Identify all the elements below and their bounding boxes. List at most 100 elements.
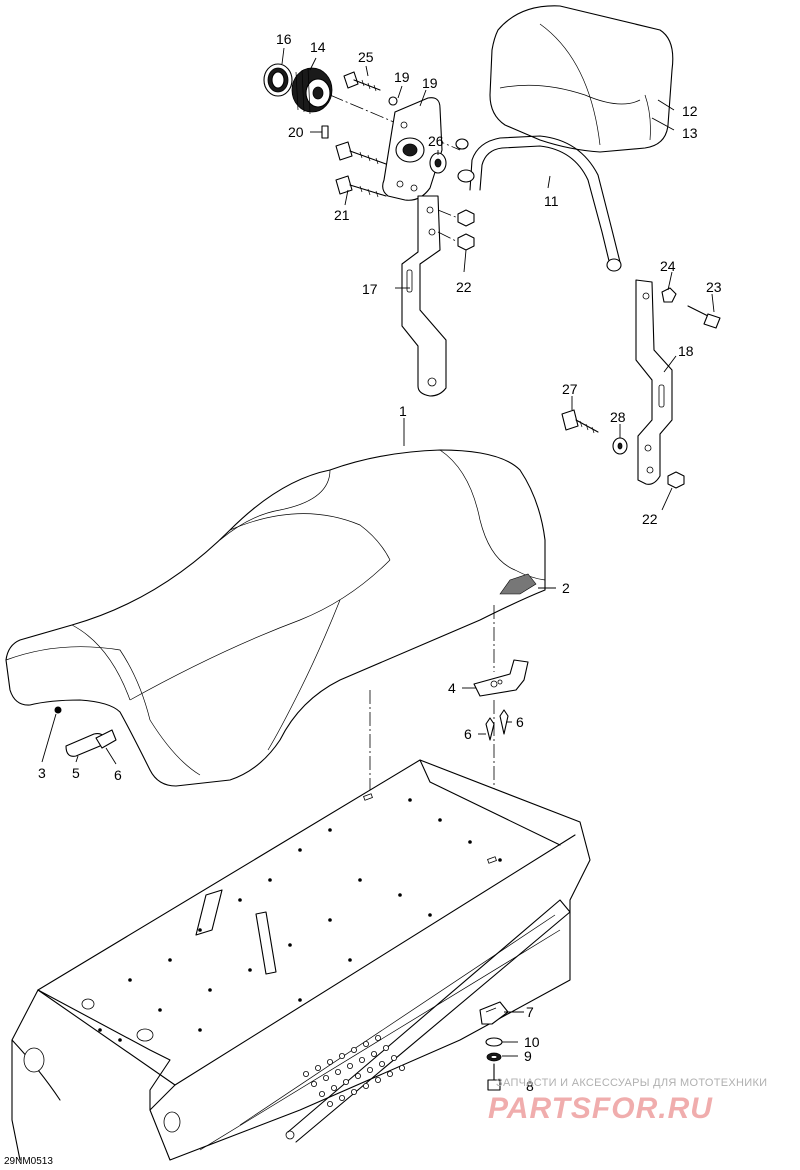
tunnel-hole [298, 848, 302, 852]
tunnel-hole [238, 898, 242, 902]
tunnel-hole [198, 1028, 202, 1032]
tunnel-hole [328, 828, 332, 832]
tunnel-hole [326, 1101, 333, 1108]
left-bracket [401, 195, 447, 397]
tunnel-hole [354, 1073, 361, 1080]
tunnel-hole [326, 1059, 333, 1066]
seat [5, 449, 546, 787]
tunnel-hole [334, 1069, 341, 1076]
callout-6c: 6 [114, 767, 122, 783]
callout-16: 16 [276, 31, 292, 47]
callout-6b: 6 [516, 714, 524, 730]
bolt-8 [487, 1063, 501, 1091]
tunnel-hole [382, 1045, 389, 1052]
tunnel-hole [314, 1065, 321, 1072]
tunnel-hole [98, 1028, 102, 1032]
leader-lines [41, 47, 715, 1057]
backrest-pad [489, 5, 674, 153]
tunnel-hole [398, 1065, 405, 1072]
tunnel-hole [328, 918, 332, 922]
right-bracket [635, 279, 673, 485]
callout-4: 4 [448, 680, 456, 696]
tunnel-hole [342, 1079, 349, 1086]
latch-plate-4 [473, 659, 529, 697]
callout-25: 25 [358, 49, 374, 65]
callout-9: 9 [524, 1048, 532, 1064]
tunnel-hole [390, 1055, 397, 1062]
tunnel-hole [318, 1091, 325, 1098]
callout-6a: 6 [464, 726, 472, 742]
watermark-subtitle: ЗАПЧАСТИ И АКСЕССУАРЫ ДЛЯ МОТОТЕХНИКИ [496, 1077, 767, 1089]
tunnel-hole [350, 1089, 357, 1096]
bracket-7 [479, 1001, 509, 1025]
callout-3: 3 [38, 765, 46, 781]
tunnel-hole [338, 1095, 345, 1102]
tunnel-hole [468, 840, 472, 844]
callout-1: 1 [399, 403, 407, 419]
tunnel-hole [288, 943, 292, 947]
seat-emblem [499, 573, 537, 595]
tunnel-hole [168, 958, 172, 962]
tunnel-hole [366, 1067, 373, 1074]
callout-5: 5 [72, 765, 80, 781]
callout-18: 18 [678, 343, 694, 359]
callout-27: 27 [562, 381, 578, 397]
callout-19b: 19 [422, 75, 438, 91]
tunnel-hole [374, 1077, 381, 1084]
tunnel-hole [310, 1081, 317, 1088]
tunnel-hole [348, 958, 352, 962]
tunnel-hole [428, 913, 432, 917]
tunnel-hole [158, 1008, 162, 1012]
callout-21: 21 [334, 207, 350, 223]
bolt-23 [687, 305, 721, 329]
callout-22b: 22 [642, 511, 658, 527]
tunnel-hole [374, 1035, 381, 1042]
tunnel-hole [386, 1071, 393, 1078]
tunnel-hole [362, 1041, 369, 1048]
callout-24: 24 [660, 258, 676, 274]
watermark: ЗАПЧАСТИ И АКСЕССУАРЫ ДЛЯ МОТОТЕХНИКИ PA… [488, 1077, 767, 1125]
tunnel-hole [302, 1071, 309, 1078]
tunnel-hole [322, 1075, 329, 1082]
callout-7: 7 [526, 1004, 534, 1020]
callout-12: 12 [682, 103, 698, 119]
callout-labels: 16 14 25 19 19 20 26 21 17 22 12 13 11 2… [38, 31, 722, 1094]
tunnel-hole [358, 878, 362, 882]
tunnel-hole [268, 878, 272, 882]
watermark-brand: PARTSFOR.RU [488, 1092, 713, 1125]
seat-latch-5 [65, 729, 117, 757]
tunnel-hole [362, 1083, 369, 1090]
tunnel-hole [408, 798, 412, 802]
callout-23: 23 [706, 279, 722, 295]
rivets-6 [485, 709, 509, 741]
callout-26: 26 [428, 133, 444, 149]
tunnel-hole [128, 978, 132, 982]
backrest-frame-tube [455, 135, 622, 272]
bolt-27 [561, 409, 599, 434]
tunnel-hole [438, 818, 442, 822]
tunnel-hole [398, 893, 402, 897]
hinge-plate [382, 97, 443, 201]
bolt-21-lower [335, 175, 387, 198]
tunnel-hole [370, 1051, 377, 1058]
tunnel-hole [350, 1047, 357, 1054]
seat-base-tunnel [11, 759, 591, 1161]
adjuster-knob [263, 63, 333, 115]
tunnel-hole [346, 1063, 353, 1070]
lock-nut-24 [661, 287, 677, 303]
tunnel-hole [248, 968, 252, 972]
callout-10: 10 [524, 1034, 540, 1050]
bolt-25 [343, 71, 381, 92]
bolt-21-upper [335, 141, 387, 165]
tunnel-hole [358, 1057, 365, 1064]
tunnel-hole [330, 1085, 337, 1092]
tunnel-hole [498, 858, 502, 862]
callout-19a: 19 [394, 69, 410, 85]
callout-14: 14 [310, 39, 326, 55]
lock-washer-19 [388, 96, 398, 106]
spring-pin [321, 125, 329, 139]
seat-rivet-3 [54, 706, 62, 714]
washer-10 [485, 1037, 503, 1047]
nuts-22-upper [457, 209, 475, 251]
